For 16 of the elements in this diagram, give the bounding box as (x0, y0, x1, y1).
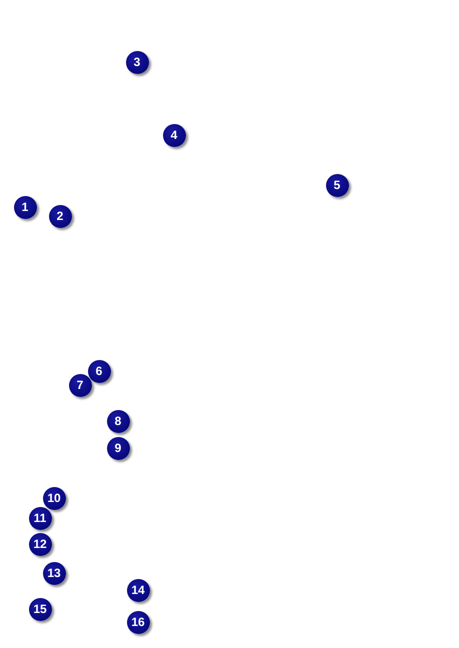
callout-number: 16 (126, 610, 150, 634)
callout-number: 1 (14, 196, 36, 218)
callout-number: 6 (88, 360, 110, 382)
callout-number: 2 (48, 204, 72, 228)
callout-number: 15 (28, 598, 52, 620)
callout-number: 11 (28, 506, 52, 530)
callout-number: 3 (126, 50, 148, 74)
callout-number: 4 (162, 124, 186, 146)
callout-number: 7 (68, 374, 92, 396)
callout-number: 14 (126, 578, 150, 602)
callout-number: 5 (326, 174, 348, 196)
callout-number: 8 (106, 410, 130, 432)
callout-number: 9 (106, 436, 130, 460)
callout-number: 13 (42, 562, 66, 584)
callout-number: 12 (28, 532, 52, 556)
callout-number: 10 (42, 486, 66, 510)
